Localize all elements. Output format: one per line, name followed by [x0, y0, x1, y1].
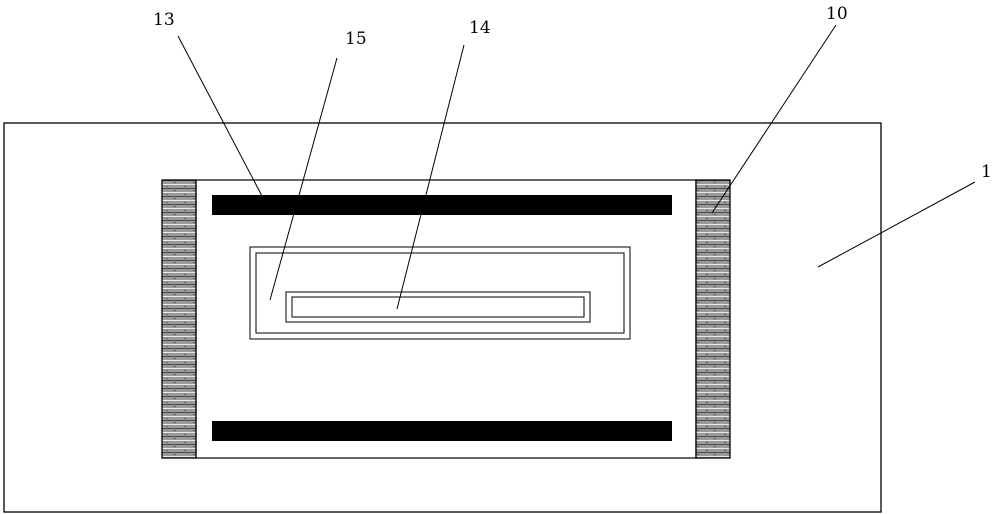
- label-1: 1: [981, 162, 992, 182]
- bottom-black-bar: [212, 421, 672, 441]
- right-side-block: [696, 180, 730, 458]
- top-black-bar: [212, 195, 672, 215]
- label-13: 13: [153, 10, 175, 30]
- label-14: 14: [469, 18, 491, 38]
- left-side-block: [162, 180, 196, 458]
- inner-frame: [196, 180, 696, 458]
- label-10: 10: [826, 4, 848, 24]
- label-15: 15: [345, 29, 367, 49]
